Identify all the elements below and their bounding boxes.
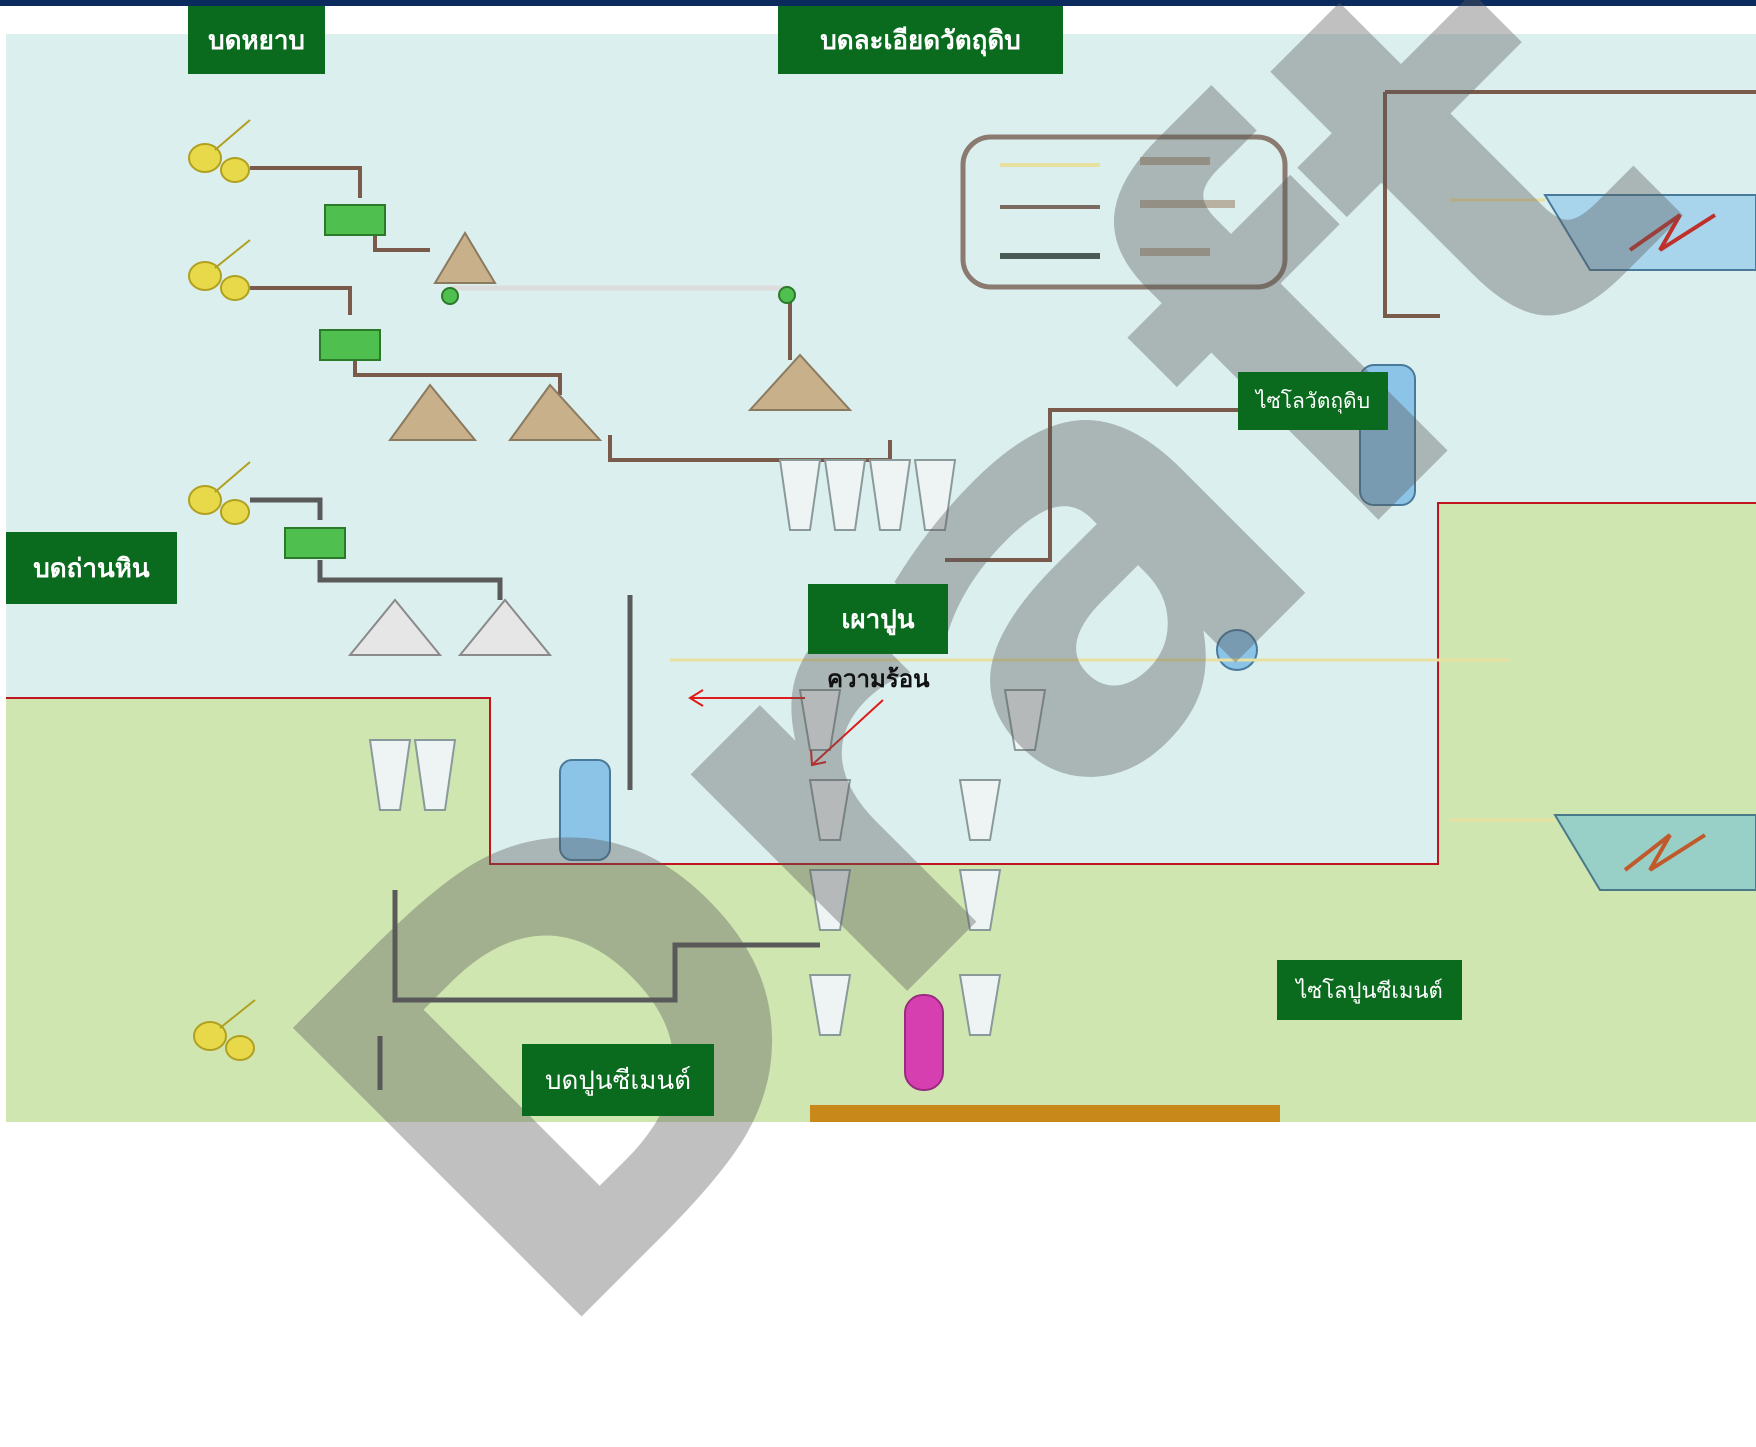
label-cement-silo: ไซโลปูนซีเมนต์ — [1277, 960, 1462, 1020]
label-kiln-burn: เผาปูน — [808, 584, 948, 654]
process-diagram — [0, 0, 1756, 1122]
label-raw-silo: ไซโลวัตถุดิบ — [1238, 372, 1388, 430]
label-grind-gypsum: บดหยาบ — [188, 6, 325, 74]
label-heat: ความร้อน — [827, 659, 930, 698]
label-grind-coal: บดถ่านหิน — [6, 532, 177, 604]
label-cement-grind: บดปูนซีเมนต์ — [522, 1044, 714, 1116]
rotary-kiln — [810, 1105, 1280, 1122]
label-fine-grind-raw: บดละเอียดวัตถุดิบ — [778, 6, 1063, 74]
kiln-icon — [905, 995, 943, 1090]
